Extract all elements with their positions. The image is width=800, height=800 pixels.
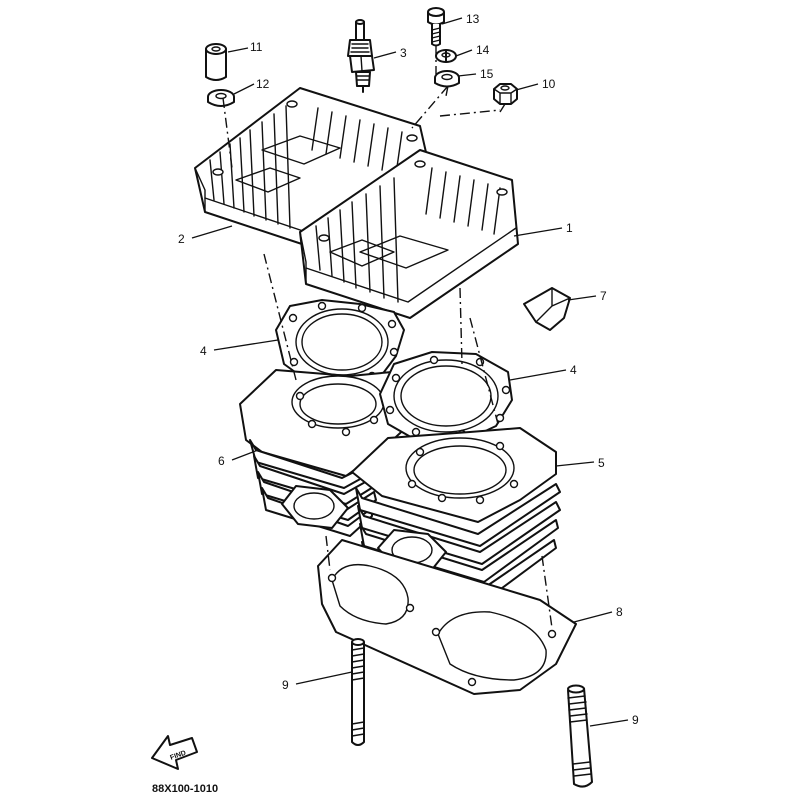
- part-7-bracket: [523, 287, 571, 331]
- part-13-bolt: [427, 7, 445, 47]
- callout-15: 15: [480, 67, 494, 81]
- callout-4-left: 4: [200, 344, 207, 358]
- part-5-cylinder-front: [351, 427, 561, 601]
- callout-8: 8: [616, 605, 623, 619]
- part-14-lock-washer: [435, 49, 457, 63]
- callout-11: 11: [250, 40, 263, 54]
- find-arrow-icon: FIND: [151, 735, 198, 770]
- callout-3: 3: [400, 46, 407, 60]
- callout-12: 12: [256, 77, 270, 91]
- part-10-nut: [493, 83, 518, 105]
- part-3-spark-plug: [347, 19, 375, 93]
- cylinder-6-intake-port: [281, 485, 349, 529]
- callout-4-right: 4: [570, 363, 577, 377]
- part-15-washer: [434, 70, 460, 88]
- callout-7: 7: [600, 289, 607, 303]
- callout-2: 2: [178, 232, 185, 246]
- callout-6: 6: [218, 454, 225, 468]
- callout-9-right: 9: [632, 713, 639, 727]
- head-2-fins: [209, 105, 403, 229]
- callout-9-left: 9: [282, 678, 289, 692]
- callout-labels: 11 12 3 13 14 15 10 1 2 4 4 6 5 7 8 9 9: [178, 12, 639, 727]
- part-11-collar: [205, 43, 227, 81]
- part-1-cylinder-head-front: [299, 149, 519, 319]
- diagram-code: 88X100-1010: [152, 783, 218, 795]
- part-4-head-gasket-rear: [275, 299, 405, 387]
- head-1-fins: [315, 167, 501, 303]
- part-12-washer: [207, 89, 235, 107]
- callout-5: 5: [598, 456, 605, 470]
- callout-1: 1: [566, 221, 573, 235]
- part-4-head-gasket-front: [379, 351, 513, 443]
- callout-14: 14: [476, 43, 490, 57]
- alignment-lines: [222, 46, 553, 629]
- part-9-stud-right: [567, 684, 593, 788]
- callout-13: 13: [466, 12, 480, 26]
- part-8-base-gasket: [317, 539, 577, 695]
- leader-lines: [191, 17, 629, 727]
- part-9-stud-left: [351, 638, 365, 746]
- callout-10: 10: [542, 77, 556, 91]
